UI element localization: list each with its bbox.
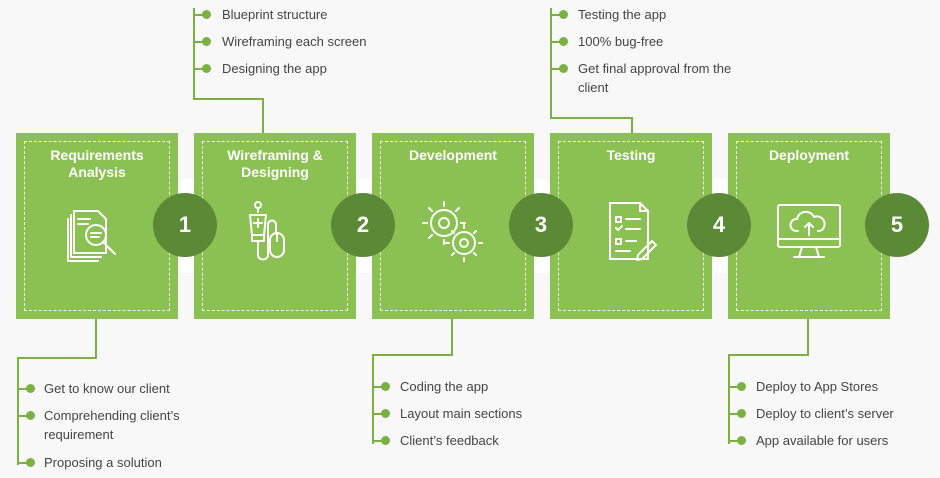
bullet-stub <box>195 68 205 70</box>
connector-line <box>728 354 730 444</box>
step-title: Deployment <box>768 147 850 163</box>
step-card-requirements: Requirements Analysis <box>16 133 178 319</box>
list-item: Client’s feedback <box>400 433 499 448</box>
step-card-development: Development <box>372 133 534 319</box>
list-item: Testing the app <box>578 7 667 22</box>
connector-line <box>372 354 453 356</box>
list-item: Get to know our client <box>44 381 170 396</box>
step-title: Testing <box>606 147 656 163</box>
step-title: Development <box>409 147 497 163</box>
bullet-dot <box>737 382 746 391</box>
bullet-dot <box>559 64 568 73</box>
connector-line <box>17 357 97 359</box>
list-item: 100% bug-free <box>578 34 664 49</box>
bullet-stub <box>195 41 205 43</box>
bullet-dot <box>559 37 568 46</box>
list-item: Wireframing each screen <box>222 34 367 49</box>
bullet-stub <box>730 386 740 388</box>
gears-icon <box>422 201 483 262</box>
list-item: Designing the app <box>222 61 327 76</box>
step-title: Requirements Analysis <box>50 147 144 180</box>
bullet-dot <box>559 10 568 19</box>
list-item: Layout main sections <box>400 406 523 421</box>
bullet-dot <box>202 64 211 73</box>
step-number-badge: 2 <box>331 193 395 257</box>
step-number-badge: 5 <box>865 193 929 257</box>
connector-line <box>17 357 19 465</box>
list-item: Deploy to client’s server <box>756 406 894 421</box>
step-number-badge: 4 <box>687 193 751 257</box>
checklist-icon <box>609 202 657 261</box>
bullet-stub <box>19 415 29 417</box>
connector-line <box>262 98 264 133</box>
bullet-stub <box>195 14 205 16</box>
connector-line <box>807 319 809 356</box>
bullet-stub <box>730 413 740 415</box>
bullet-dot <box>737 409 746 418</box>
connector-line <box>372 354 374 444</box>
list-item: Blueprint structure <box>222 7 328 22</box>
bullet-dot <box>381 409 390 418</box>
step-card-testing: Testing <box>550 133 712 319</box>
step-card-wireframing: Wireframing & Designing <box>194 133 356 319</box>
connector-line <box>631 117 633 133</box>
bullet-stub <box>374 413 384 415</box>
connector-line <box>193 8 195 100</box>
bullet-dot <box>202 10 211 19</box>
bullet-stub <box>374 386 384 388</box>
bullet-dot <box>737 436 746 445</box>
step-number-badge: 3 <box>509 193 573 257</box>
list-item: App available for users <box>756 433 889 448</box>
step-card-deployment: Deployment <box>728 133 890 319</box>
bullet-dot <box>202 37 211 46</box>
bullet-dot <box>381 436 390 445</box>
connector-line <box>451 319 453 356</box>
connector-line <box>550 117 633 119</box>
list-item: Proposing a solution <box>44 455 162 470</box>
bullet-stub <box>552 41 562 43</box>
connector-line <box>550 8 552 119</box>
cloud-upload-monitor-icon <box>777 204 841 258</box>
bullet-stub <box>552 68 562 70</box>
bullet-stub <box>19 388 29 390</box>
bullet-stub <box>19 462 29 464</box>
bullet-stub <box>374 440 384 442</box>
document-search-icon <box>67 210 116 262</box>
list-item: Get final approval from the client <box>578 61 732 95</box>
list-item: Coding the app <box>400 379 489 394</box>
bullet-stub <box>730 440 740 442</box>
connector-line <box>728 354 809 356</box>
step-number-badge: 1 <box>153 193 217 257</box>
bullet-dot <box>26 384 35 393</box>
bullet-dot <box>381 382 390 391</box>
connector-line <box>193 98 264 100</box>
list-item: Comprehending client’s requirement <box>44 408 180 442</box>
list-item: Deploy to App Stores <box>756 379 879 394</box>
step-title: Wireframing & Designing <box>227 147 323 180</box>
connector-line <box>95 319 97 359</box>
bullet-stub <box>552 14 562 16</box>
pen-tool-mouse-icon <box>249 201 285 261</box>
bullet-dot <box>26 458 35 467</box>
bullet-dot <box>26 411 35 420</box>
